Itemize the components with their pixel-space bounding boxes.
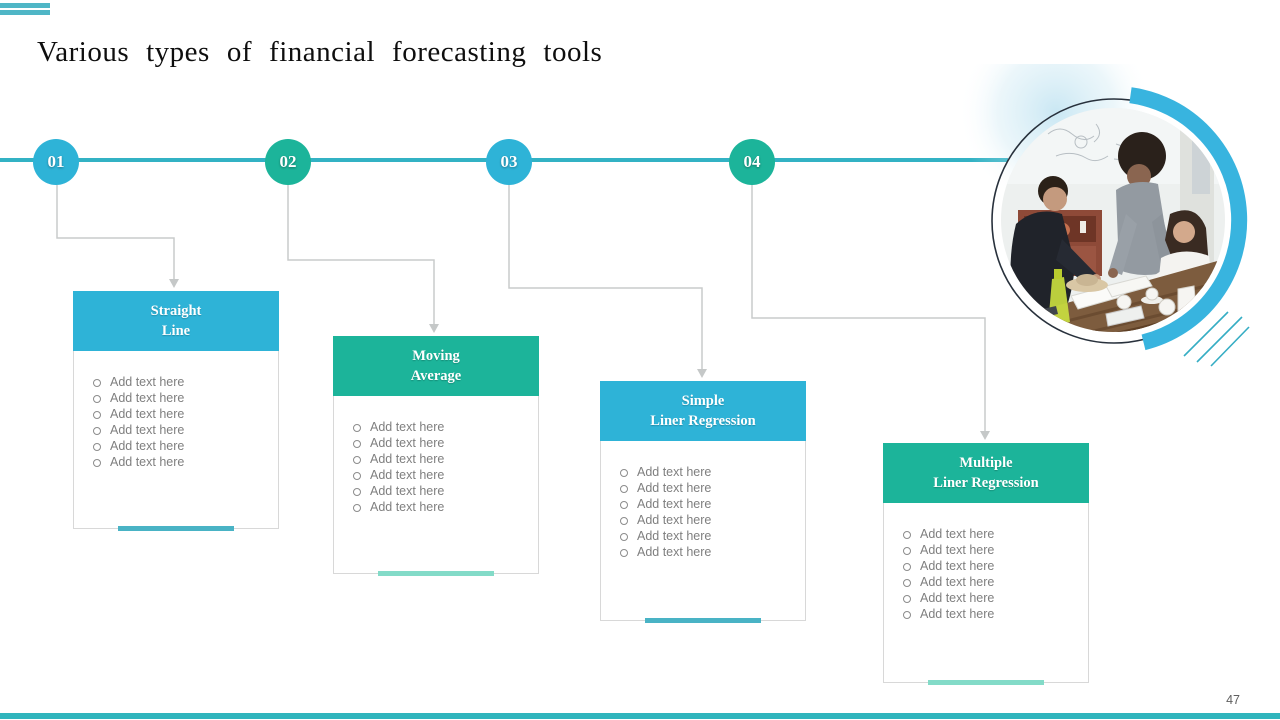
step-number: 03 <box>500 152 518 171</box>
list-item: Add text here <box>613 528 797 544</box>
connector-step4 <box>751 185 986 431</box>
page-number: 47 <box>1226 693 1240 707</box>
list-item: Add text here <box>896 542 1080 558</box>
card-accent-bar <box>378 571 494 576</box>
cyan-arc-decoration <box>1129 87 1248 351</box>
list-item: Add text here <box>613 464 797 480</box>
step-number: 01 <box>47 152 65 171</box>
circle-bullet-icon <box>903 563 911 571</box>
list-item: Add text here <box>346 467 530 483</box>
circle-bullet-icon <box>620 549 628 557</box>
list-item: Add text here <box>613 496 797 512</box>
circle-bullet-icon <box>353 472 361 480</box>
card-title: Multiple Liner Regression <box>883 443 1089 503</box>
arrowhead-icon <box>980 431 990 440</box>
circle-bullet-icon <box>903 611 911 619</box>
circle-bullet-icon <box>93 379 101 387</box>
list-item: Add text here <box>346 419 530 435</box>
circle-bullet-icon <box>620 469 628 477</box>
connector-step3 <box>508 185 703 369</box>
circle-bullet-icon <box>93 395 101 403</box>
list-item: Add text here <box>86 390 270 406</box>
card-body: Add text here Add text here Add text her… <box>601 441 805 560</box>
timeline-step-01: 01 <box>33 139 79 185</box>
list-item: Add text here <box>86 422 270 438</box>
card-body: Add text here Add text here Add text her… <box>334 396 538 515</box>
card-moving-average: Moving Average Add text here Add text he… <box>333 336 539 576</box>
list-item: Add text here <box>896 558 1080 574</box>
hatch-lines-decoration <box>1183 311 1250 367</box>
card-body: Add text here Add text here Add text her… <box>74 351 278 470</box>
circle-bullet-icon <box>620 501 628 509</box>
circle-bullet-icon <box>620 485 628 493</box>
card-accent-bar <box>118 526 234 531</box>
timeline-step-04: 04 <box>729 139 775 185</box>
circle-bullet-icon <box>620 533 628 541</box>
list-item: Add text here <box>86 406 270 422</box>
card-title: Simple Liner Regression <box>600 381 806 441</box>
card-accent-bar <box>928 680 1044 685</box>
card-simple-liner-regression: Simple Liner Regression Add text here Ad… <box>600 381 806 623</box>
list-item: Add text here <box>346 435 530 451</box>
timeline-step-03: 03 <box>486 139 532 185</box>
list-item: Add text here <box>86 454 270 470</box>
list-item: Add text here <box>613 480 797 496</box>
bottom-accent-bar <box>0 713 1280 719</box>
list-item: Add text here <box>896 526 1080 542</box>
card-straight-line: Straight Line Add text here Add text her… <box>73 291 279 531</box>
circle-bullet-icon <box>93 427 101 435</box>
connector-step2 <box>287 185 435 324</box>
circle-bullet-icon <box>353 456 361 464</box>
team-meeting-photo <box>958 64 1250 367</box>
circle-bullet-icon <box>903 579 911 587</box>
list-item: Add text here <box>346 499 530 515</box>
circle-bullet-icon <box>903 547 911 555</box>
arrowhead-icon <box>169 279 179 288</box>
arrowhead-icon <box>697 369 707 378</box>
connector-step1 <box>56 185 175 279</box>
list-item: Add text here <box>896 590 1080 606</box>
list-item: Add text here <box>613 512 797 528</box>
list-item: Add text here <box>613 544 797 560</box>
step-number: 02 <box>279 152 297 171</box>
step-number: 04 <box>743 152 761 171</box>
page-title: Various types of financial forecasting t… <box>37 36 603 68</box>
list-item: Add text here <box>86 438 270 454</box>
list-item: Add text here <box>346 483 530 499</box>
circle-bullet-icon <box>903 595 911 603</box>
card-accent-bar <box>645 618 761 623</box>
card-body: Add text here Add text here Add text her… <box>884 503 1088 622</box>
arrowhead-icon <box>429 324 439 333</box>
circle-bullet-icon <box>353 488 361 496</box>
list-item: Add text here <box>896 574 1080 590</box>
card-title: Moving Average <box>333 336 539 396</box>
list-item: Add text here <box>896 606 1080 622</box>
top-accent-bar-1 <box>0 3 50 8</box>
circle-bullet-icon <box>620 517 628 525</box>
list-item: Add text here <box>346 451 530 467</box>
card-multiple-liner-regression: Multiple Liner Regression Add text here … <box>883 443 1089 685</box>
circle-bullet-icon <box>353 504 361 512</box>
card-title: Straight Line <box>73 291 279 351</box>
timeline-step-02: 02 <box>265 139 311 185</box>
top-accent-bar-2 <box>0 10 50 15</box>
circle-bullet-icon <box>93 411 101 419</box>
circle-bullet-icon <box>353 424 361 432</box>
circle-bullet-icon <box>903 531 911 539</box>
circle-bullet-icon <box>93 459 101 467</box>
list-item: Add text here <box>86 374 270 390</box>
circle-bullet-icon <box>93 443 101 451</box>
circle-bullet-icon <box>353 440 361 448</box>
